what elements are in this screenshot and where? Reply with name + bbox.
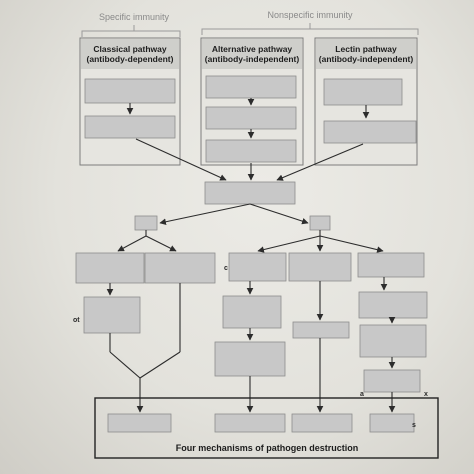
blank-split-right[interactable]	[309, 215, 331, 231]
classical-pathway-subtitle: (antibody-dependent)	[87, 54, 174, 64]
nonspecific-brace	[201, 23, 419, 35]
blank-row1-col1[interactable]	[75, 252, 145, 284]
nonspecific-immunity-label: Nonspecific immunity	[267, 10, 353, 20]
blank-row1-col1b[interactable]	[144, 252, 216, 284]
pathogen-destruction-frame	[94, 397, 439, 459]
blank-row2-col4[interactable]	[358, 291, 428, 319]
alternative-pathway-subtitle: (antibody-independent)	[205, 54, 300, 64]
fragment-c: c	[224, 265, 228, 272]
blank-bottom-4[interactable]	[369, 413, 415, 433]
blank-bottom-3[interactable]	[291, 413, 353, 433]
blank-alternative-3[interactable]	[205, 139, 297, 163]
lectin-pathway-subtitle: (antibody-independent)	[319, 54, 414, 64]
classical-pathway-title: Classical pathway	[93, 44, 167, 54]
blank-classical-1[interactable]	[84, 78, 176, 104]
blank-bottom-2[interactable]	[214, 413, 286, 433]
lectin-pathway-title: Lectin pathway	[335, 44, 397, 54]
blank-row2-col1[interactable]	[83, 296, 141, 334]
blank-lectin-1[interactable]	[323, 78, 403, 106]
blank-alternative-1[interactable]	[205, 75, 297, 99]
blank-row3-col4[interactable]	[359, 324, 427, 358]
fragment-x: x	[424, 391, 428, 398]
fragment-s: s	[412, 422, 416, 429]
blank-classical-2[interactable]	[84, 115, 176, 139]
blank-row2-col2[interactable]	[222, 295, 282, 329]
blank-row2-col3[interactable]	[292, 321, 350, 339]
specific-immunity-label: Specific immunity	[99, 12, 170, 22]
caption-four-mechanisms: Four mechanisms of pathogen destruction	[176, 443, 359, 453]
blank-row1-col4[interactable]	[357, 252, 425, 278]
blank-bottom-1[interactable]	[107, 413, 172, 433]
blank-row1-col2[interactable]	[228, 252, 287, 282]
fragment-ot: ot	[73, 317, 80, 324]
alternative-pathway-title: Alternative pathway	[212, 44, 293, 54]
blank-split-left[interactable]	[134, 215, 158, 231]
fragment-a: a	[360, 391, 364, 398]
blank-central[interactable]	[204, 181, 296, 205]
specific-brace	[81, 25, 181, 37]
blank-row4-col4[interactable]	[363, 369, 421, 393]
blank-alternative-2[interactable]	[205, 106, 297, 130]
blank-lectin-2[interactable]	[323, 120, 417, 144]
blank-row1-col3[interactable]	[288, 252, 352, 282]
blank-row3-col2[interactable]	[214, 341, 286, 377]
